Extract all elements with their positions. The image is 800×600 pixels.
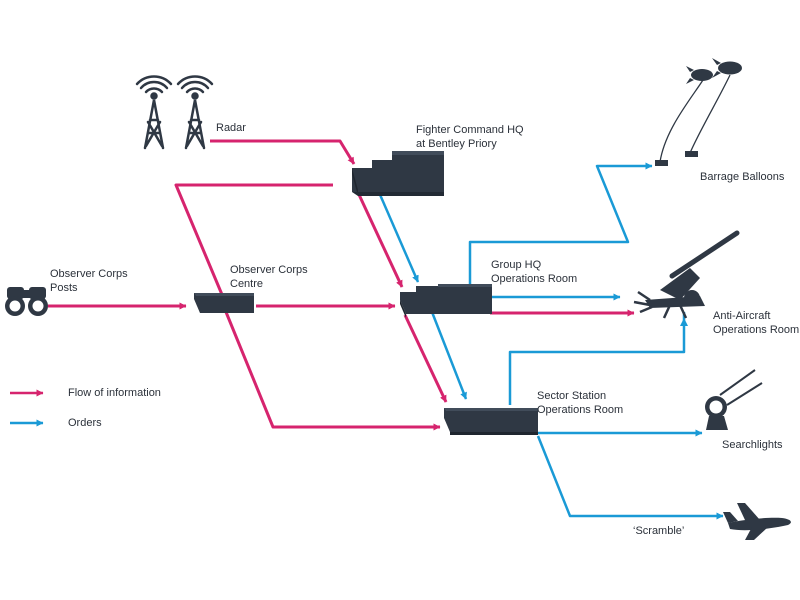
legend-information-label: Flow of information <box>68 387 161 399</box>
spitfire-plane-icon <box>723 503 791 540</box>
flow-radar-to-fighter-command <box>210 139 356 165</box>
order-sector-to-anti-aircraft-head <box>680 318 688 326</box>
flow-fighter-command-to-group-hq <box>353 185 404 288</box>
legend-orders-label: Orders <box>68 417 102 429</box>
fighter-command-label: Fighter Command HQ at Bentley Priory <box>416 124 524 150</box>
flow-observer-centre-to-sector <box>224 311 441 431</box>
observer-centre-block <box>194 293 254 313</box>
flow-group-hq-to-sector <box>403 314 448 403</box>
order-fighter-command-to-group-hq <box>376 189 420 283</box>
binoculars-icon <box>5 287 48 316</box>
order-sector-to-scramble <box>536 435 724 520</box>
observer-centre-label: Observer Corps Centre <box>230 264 308 290</box>
order-flows <box>376 162 724 520</box>
anti-aircraft-gun-icon <box>633 230 740 319</box>
anti-aircraft-label: Anti-Aircraft Operations Room <box>713 310 800 336</box>
flow-observer-centre-to-fighter-command <box>174 183 333 298</box>
order-group-hq-to-barrage-balloons <box>468 162 653 285</box>
sector-station-label: Sector Station Operations Room <box>537 390 624 416</box>
group-hq-block <box>400 284 492 318</box>
radar-label: Radar <box>216 122 246 134</box>
barrage-balloon-icon <box>655 58 742 166</box>
fighter-command-block <box>352 151 444 196</box>
barrage-balloons-label: Barrage Balloons <box>700 171 785 183</box>
observer-posts-label: Observer Corps Posts <box>50 268 128 294</box>
searchlights-label: Searchlights <box>722 439 783 451</box>
information-flows <box>48 139 635 431</box>
legend <box>10 389 44 427</box>
scramble-label: ‘Scramble’ <box>633 525 685 537</box>
group-hq-label: Group HQ Operations Room <box>491 259 578 285</box>
order-sector-to-anti-aircraft <box>508 312 686 405</box>
sector-station-block <box>444 408 538 435</box>
searchlight-icon <box>705 369 763 430</box>
order-group-hq-to-sector <box>430 311 468 400</box>
radar-tower-icon <box>135 75 214 150</box>
